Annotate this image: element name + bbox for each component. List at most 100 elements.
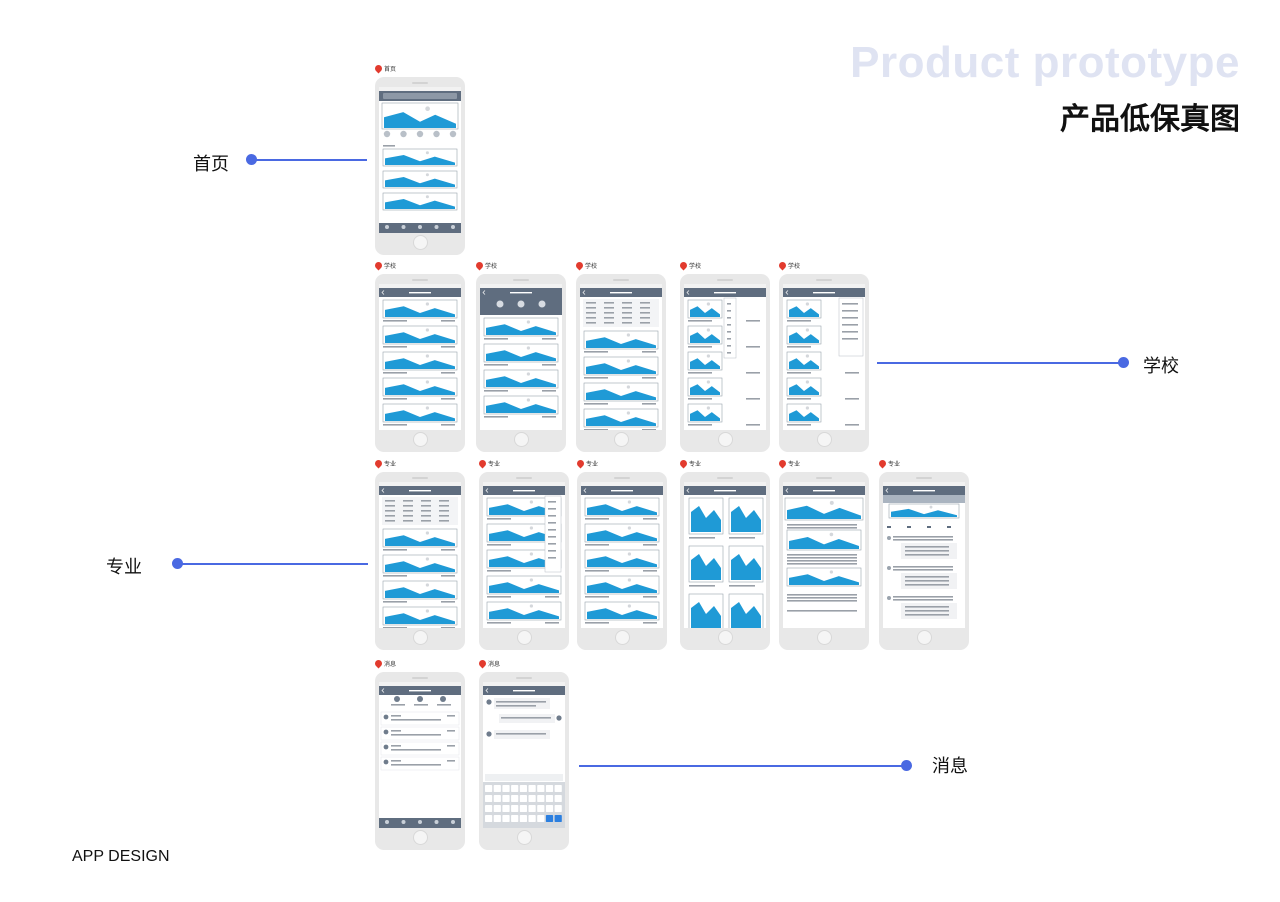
image-card[interactable] bbox=[687, 299, 723, 319]
keyboard-key[interactable] bbox=[554, 805, 562, 812]
action-icon[interactable] bbox=[927, 526, 931, 528]
image-card[interactable] bbox=[381, 102, 459, 130]
keyboard-key[interactable] bbox=[493, 785, 501, 792]
action-icon[interactable] bbox=[907, 526, 911, 528]
message-input[interactable] bbox=[485, 774, 563, 781]
dropdown-menu[interactable] bbox=[723, 297, 737, 359]
keyboard-key[interactable] bbox=[511, 785, 519, 792]
image-card[interactable] bbox=[687, 403, 723, 423]
category-icon[interactable] bbox=[416, 130, 424, 138]
keyboard-key[interactable] bbox=[528, 805, 536, 812]
dropdown-menu[interactable] bbox=[544, 495, 562, 573]
keyboard-key[interactable] bbox=[519, 795, 527, 802]
action-icon[interactable] bbox=[887, 526, 891, 528]
image-card[interactable] bbox=[382, 580, 458, 600]
keyboard-key[interactable] bbox=[502, 805, 510, 812]
category-icon[interactable] bbox=[383, 130, 391, 138]
image-card[interactable] bbox=[786, 529, 862, 551]
list-item[interactable] bbox=[380, 741, 460, 756]
image-card[interactable] bbox=[382, 148, 458, 167]
tab-icon[interactable] bbox=[434, 225, 439, 229]
home-button[interactable] bbox=[413, 432, 428, 447]
image-card[interactable] bbox=[486, 601, 562, 621]
tab-icon[interactable] bbox=[401, 225, 406, 229]
image-card[interactable] bbox=[483, 343, 559, 363]
tab-icon[interactable] bbox=[451, 820, 455, 824]
chevron-left-icon[interactable] bbox=[485, 688, 489, 693]
keyboard-key[interactable] bbox=[545, 805, 554, 812]
keyboard-key[interactable] bbox=[537, 805, 545, 812]
image-card[interactable] bbox=[382, 554, 458, 574]
image-card[interactable] bbox=[382, 351, 458, 371]
list-item[interactable] bbox=[380, 711, 460, 726]
home-button[interactable] bbox=[718, 432, 733, 447]
home-button[interactable] bbox=[517, 630, 532, 645]
action-icon[interactable] bbox=[947, 526, 951, 528]
avatar-icon[interactable] bbox=[440, 696, 446, 702]
keyboard-key[interactable] bbox=[502, 795, 510, 802]
home-button[interactable] bbox=[718, 630, 733, 645]
home-button[interactable] bbox=[817, 432, 832, 447]
chevron-left-icon[interactable] bbox=[785, 488, 789, 493]
image-card[interactable] bbox=[486, 575, 562, 595]
keyboard-key[interactable] bbox=[485, 795, 493, 802]
image-card[interactable] bbox=[786, 351, 822, 371]
image-card[interactable] bbox=[382, 325, 458, 345]
image-card[interactable] bbox=[382, 170, 458, 189]
tab-icon[interactable] bbox=[401, 820, 406, 824]
keyboard-key[interactable] bbox=[545, 795, 554, 802]
image-card[interactable] bbox=[583, 408, 659, 428]
home-button[interactable] bbox=[413, 630, 428, 645]
tab-icon[interactable] bbox=[385, 820, 389, 824]
list-item[interactable] bbox=[380, 726, 460, 741]
image-card[interactable] bbox=[786, 403, 822, 423]
chevron-left-icon[interactable] bbox=[885, 488, 889, 493]
image-card[interactable] bbox=[687, 325, 723, 345]
home-button[interactable] bbox=[517, 830, 532, 845]
image-card[interactable] bbox=[382, 606, 458, 626]
keyboard-key[interactable] bbox=[528, 785, 536, 792]
tab-icon[interactable] bbox=[434, 820, 439, 824]
keyboard-key[interactable] bbox=[528, 815, 536, 822]
image-card[interactable] bbox=[687, 351, 723, 371]
category-icon[interactable] bbox=[433, 130, 440, 138]
keyboard-key[interactable] bbox=[493, 815, 501, 822]
image-card[interactable] bbox=[583, 330, 659, 350]
avatar-icon[interactable] bbox=[394, 696, 400, 702]
image-card[interactable] bbox=[486, 549, 562, 569]
image-card[interactable] bbox=[784, 497, 864, 521]
home-button[interactable] bbox=[614, 432, 629, 447]
keyboard-key[interactable] bbox=[502, 785, 510, 792]
image-card[interactable] bbox=[584, 523, 660, 543]
chevron-left-icon[interactable] bbox=[381, 290, 385, 295]
keyboard-key[interactable] bbox=[485, 805, 493, 812]
image-card[interactable] bbox=[486, 523, 562, 543]
image-card[interactable] bbox=[786, 299, 822, 319]
image-card[interactable] bbox=[382, 528, 458, 548]
keyboard-key[interactable] bbox=[493, 805, 501, 812]
image-card[interactable] bbox=[483, 369, 559, 389]
chevron-left-icon[interactable] bbox=[686, 488, 690, 493]
keyboard-key[interactable] bbox=[485, 785, 493, 792]
home-button[interactable] bbox=[917, 630, 932, 645]
keyboard-key[interactable] bbox=[537, 785, 545, 792]
home-button[interactable] bbox=[817, 630, 832, 645]
image-card[interactable] bbox=[584, 497, 660, 517]
image-card[interactable] bbox=[382, 299, 458, 319]
chevron-left-icon[interactable] bbox=[686, 290, 690, 295]
chevron-left-icon[interactable] bbox=[582, 290, 586, 295]
keyboard-key[interactable] bbox=[537, 795, 545, 802]
image-card[interactable] bbox=[584, 549, 660, 569]
chevron-left-icon[interactable] bbox=[485, 488, 489, 493]
keyboard-key[interactable] bbox=[519, 785, 527, 792]
category-icon[interactable] bbox=[449, 130, 457, 138]
home-button[interactable] bbox=[413, 830, 428, 845]
image-card[interactable] bbox=[382, 403, 458, 423]
keyboard-key[interactable] bbox=[502, 815, 510, 822]
keyboard-key[interactable] bbox=[554, 795, 562, 802]
keyboard-key[interactable] bbox=[554, 815, 562, 822]
category-icon[interactable] bbox=[400, 130, 407, 138]
keyboard-key[interactable] bbox=[537, 815, 545, 822]
image-card[interactable] bbox=[382, 192, 458, 211]
dropdown-menu[interactable] bbox=[838, 297, 864, 357]
